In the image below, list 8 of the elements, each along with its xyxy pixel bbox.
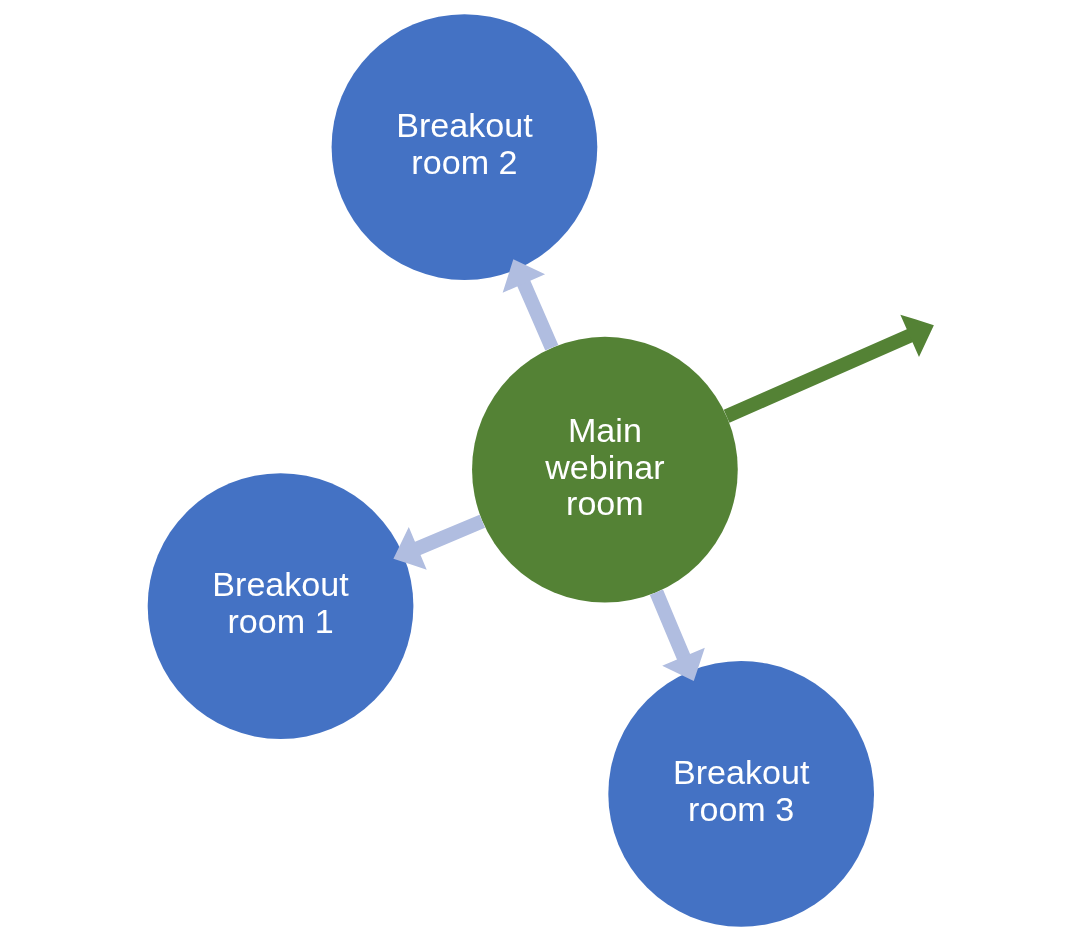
node-circle: Breakout room 1	[147, 473, 413, 739]
node-circle: Breakout room 3	[607, 661, 874, 927]
arrow	[502, 259, 558, 351]
arrow	[649, 589, 705, 682]
arrow	[392, 514, 485, 570]
node-circle: Main webinar room	[471, 336, 738, 603]
arrow	[723, 314, 934, 423]
node-circle: Breakout room 2	[331, 14, 597, 280]
